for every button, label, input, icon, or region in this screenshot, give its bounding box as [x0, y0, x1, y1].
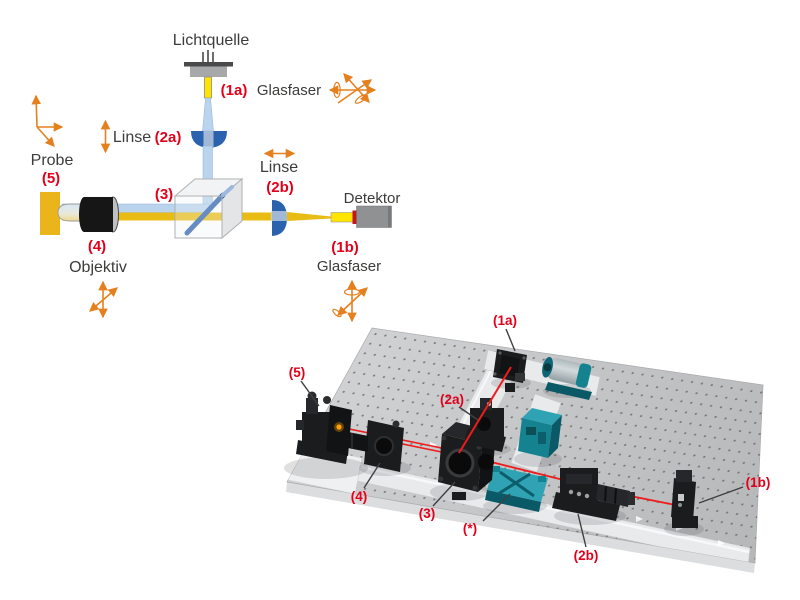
board-front-edge	[286, 482, 755, 573]
detector-icon	[330, 205, 392, 228]
photo-labels: (1a) (5) (2a) (4) (3) (*) (2b) (1b)	[289, 313, 771, 563]
component-5-sample-stage	[296, 391, 352, 464]
teal-light-source	[542, 356, 592, 400]
objective-icon	[79, 196, 119, 233]
photo-marker-4: (4)	[351, 489, 368, 504]
beam-horizontal-yellow	[62, 212, 272, 221]
teal-motor-block	[518, 408, 562, 458]
probe-sample	[40, 192, 60, 235]
beam-converging-yellow	[287, 212, 331, 221]
photo-marker-5: (5)	[289, 365, 306, 380]
detector-label: Detektor	[344, 190, 401, 207]
marker-4: (4)	[88, 238, 106, 255]
objective-adjust-icon	[89, 280, 118, 319]
laser-spot	[336, 424, 342, 430]
probe-label: Probe	[31, 152, 74, 169]
laser-beam-source-arm	[458, 366, 512, 454]
marker-2a: (2a)	[155, 129, 182, 146]
probe-axes-icon	[31, 94, 64, 147]
light-source-label: Lichtquelle	[173, 32, 250, 49]
marker-1b: (1b)	[331, 239, 359, 256]
lens-2b-beam-stripe	[271, 211, 287, 221]
photo-optical-table: (1a) (5) (2a) (4) (3) (*) (2b) (1b)	[284, 313, 771, 573]
lens-2a-beam-stripe	[203, 131, 214, 147]
teal-stage-star	[485, 466, 548, 512]
fiber-segment-right	[330, 212, 354, 223]
component-1a-fiber-port	[493, 349, 527, 392]
photo-marker-1b: (1b)	[746, 475, 771, 490]
photo-marker-3: (3)	[419, 506, 436, 521]
photo-marker-2b: (2b)	[574, 548, 599, 563]
marker-1a: (1a)	[221, 82, 248, 99]
marker-5: (5)	[42, 170, 60, 187]
glasfaser-top-label: Glasfaser	[257, 82, 321, 99]
component-4-objective-mount	[348, 420, 404, 472]
objective-label: Objektiv	[69, 259, 127, 276]
fiber-adjust-icon-top	[328, 73, 377, 104]
glasfaser-bottom-label: Glasfaser	[317, 258, 381, 275]
beamsplitter-plate	[184, 192, 226, 236]
component-1b-fiber-mount	[671, 470, 698, 528]
schematic-diagram: Lichtquelle (1a) Glasfaser Linse (2a)	[31, 32, 401, 323]
fiber-adjust-icon-bottom	[332, 279, 368, 323]
fiber-segment-top	[204, 76, 212, 99]
beam-focus-tip	[57, 203, 81, 222]
component-2b-detector-coupler	[552, 468, 635, 521]
lens-2a-label: Linse	[113, 129, 151, 146]
marker-2b: (2b)	[266, 179, 294, 196]
lens-2b-label: Linse	[260, 159, 298, 176]
photo-marker-2a: (2a)	[440, 392, 464, 407]
photo-marker-star: (*)	[463, 521, 477, 536]
marker-3: (3)	[155, 186, 173, 203]
beamsplitter-cube	[173, 177, 244, 240]
photo-marker-1a: (1a)	[493, 313, 517, 328]
light-source-icon	[184, 50, 233, 77]
beam-source-diverging	[202, 97, 214, 132]
